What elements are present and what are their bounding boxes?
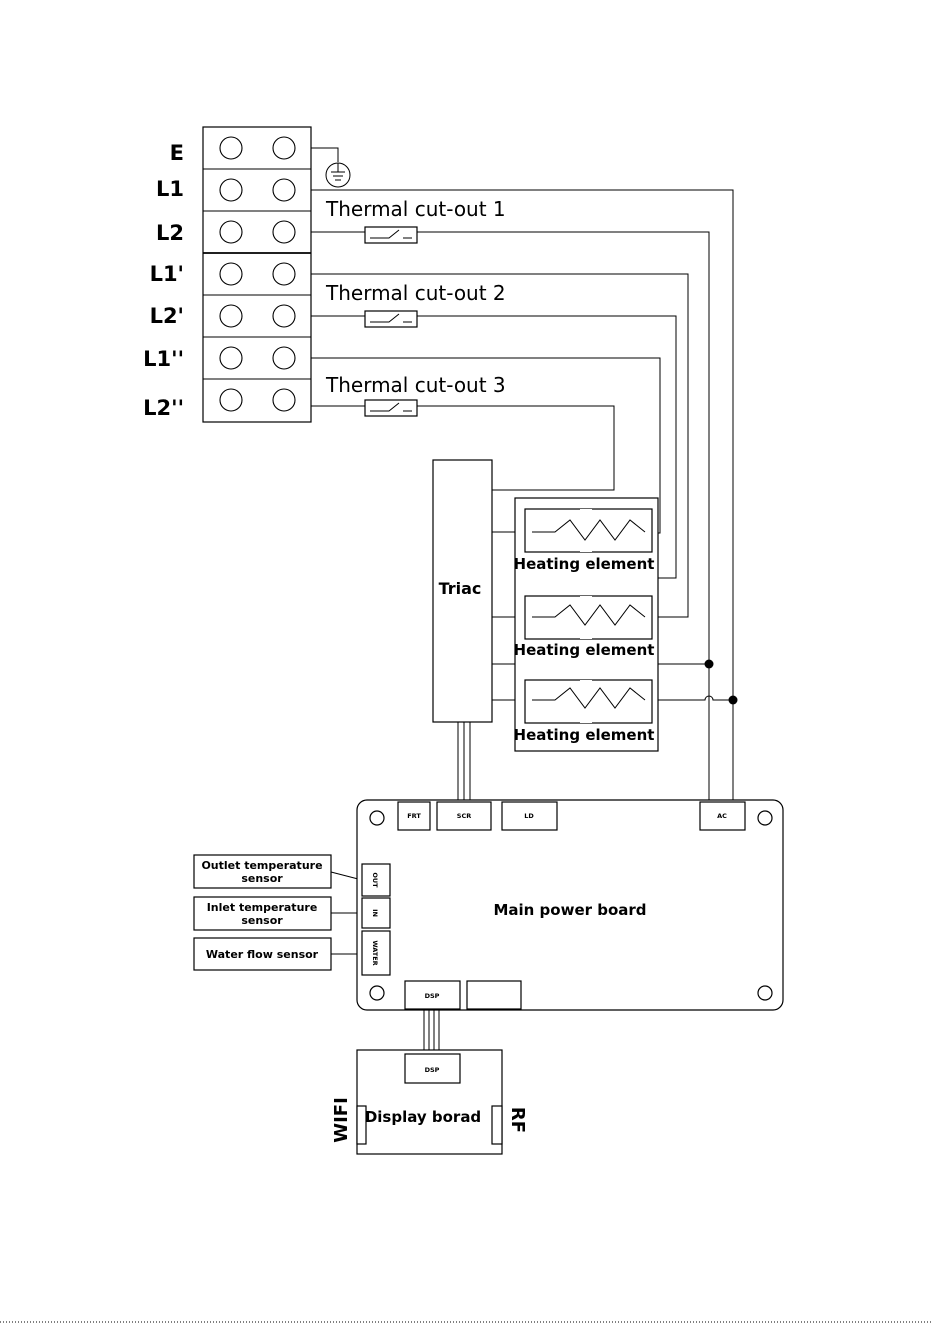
terminal-label-e: E: [170, 141, 184, 165]
svg-text:AC: AC: [717, 812, 727, 820]
earth-ground-icon: [311, 148, 350, 187]
heating-element-3-label: Heating element: [514, 726, 655, 744]
heating-element-3: Heating element: [514, 680, 655, 744]
svg-text:OUT: OUT: [371, 872, 379, 888]
rf-label: RF: [507, 1107, 528, 1133]
svg-text:IN: IN: [371, 909, 379, 917]
svg-text:Inlet temperature: Inlet temperature: [207, 901, 318, 914]
connector-ld: LD: [502, 802, 557, 830]
thermal-cutout-1-label: Thermal cut-out 1: [325, 197, 506, 221]
connector-blank: [467, 981, 521, 1009]
heating-element-1-label: Heating element: [514, 555, 655, 573]
thermal-cutout-3-switch-icon: [365, 400, 417, 416]
svg-text:sensor: sensor: [241, 914, 283, 927]
svg-text:Water flow sensor: Water flow sensor: [206, 948, 319, 961]
terminal-label-l2-double-prime: L2'': [143, 396, 184, 420]
svg-text:DSP: DSP: [425, 1066, 440, 1074]
port-in: IN: [362, 898, 390, 928]
terminal-label-l2: L2: [156, 221, 184, 245]
triac-label: Triac: [439, 579, 482, 598]
svg-text:sensor: sensor: [241, 872, 283, 885]
connector-dsp-display: DSP: [405, 1054, 460, 1083]
wifi-label: WIFI: [331, 1097, 352, 1143]
svg-text:LD: LD: [524, 812, 534, 820]
terminal-label-l1-double-prime: L1'': [143, 347, 184, 371]
svg-text:FRT: FRT: [407, 812, 421, 820]
heating-element-2-label: Heating element: [514, 641, 655, 659]
svg-text:SCR: SCR: [457, 812, 471, 820]
outlet-temperature-sensor: Outlet temperature sensor: [194, 855, 331, 888]
svg-text:DSP: DSP: [425, 992, 440, 1000]
terminal-label-l1: L1: [156, 177, 184, 201]
rf-connector: [492, 1106, 502, 1144]
terminal-label-l2-prime: L2': [150, 304, 184, 328]
thermal-cutout-2-label: Thermal cut-out 2: [325, 281, 506, 305]
svg-text:Outlet temperature: Outlet temperature: [201, 859, 322, 872]
thermal-cutout-1-switch-icon: [365, 227, 417, 243]
heating-element-1: Heating element: [514, 509, 655, 573]
port-out: OUT: [362, 864, 390, 896]
junction-dot-l1: [729, 696, 738, 705]
thermal-cutout-3-label: Thermal cut-out 3: [325, 373, 506, 397]
connector-dsp-main: DSP: [405, 981, 460, 1009]
water-flow-sensor: Water flow sensor: [194, 938, 331, 970]
terminal-block: [203, 127, 311, 422]
inlet-temperature-sensor: Inlet temperature sensor: [194, 897, 331, 930]
heating-element-2: Heating element: [514, 596, 655, 659]
connector-frt: FRT: [398, 802, 430, 830]
connector-scr: SCR: [437, 802, 491, 830]
junction-dot-l2: [705, 660, 714, 669]
connector-ac: AC: [700, 802, 745, 830]
display-board-label: Display borad: [365, 1108, 481, 1126]
thermal-cutout-2-switch-icon: [365, 311, 417, 327]
terminal-label-l1-prime: L1': [150, 262, 184, 286]
port-water: WATER: [362, 931, 390, 975]
svg-text:WATER: WATER: [371, 940, 379, 965]
main-power-board-label: Main power board: [493, 901, 646, 919]
